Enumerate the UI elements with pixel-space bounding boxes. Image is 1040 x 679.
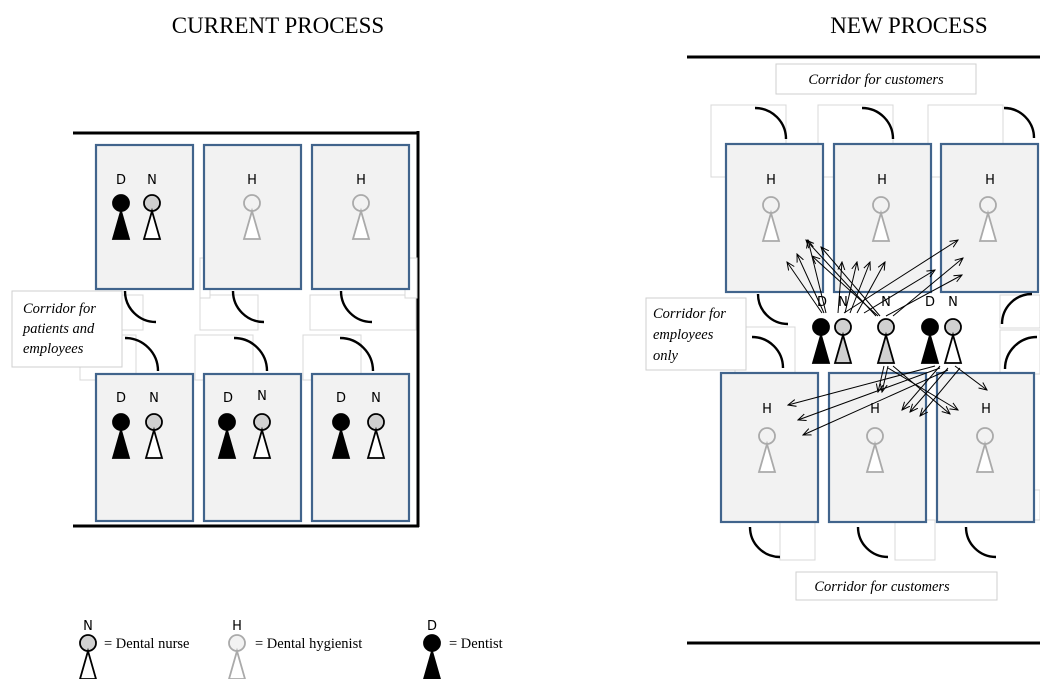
current-room-6-label-d: D (336, 391, 346, 406)
new-room-bottom-2 (827, 371, 928, 524)
nurse-icon (876, 318, 896, 364)
nurse-icon (144, 413, 164, 459)
nurse-icon (943, 318, 963, 364)
current-room-5-label-n: N (257, 389, 267, 404)
hygienist-icon (757, 427, 777, 473)
new-room-top-1 (724, 142, 825, 294)
legend-dentist-text: = Dentist (449, 636, 503, 652)
current-room-4-label-d: D (116, 391, 126, 406)
current-room-4 (94, 372, 195, 523)
current-room-2-label-h: H (247, 173, 257, 188)
dentist-icon (423, 634, 441, 679)
nurse-icon (833, 318, 853, 364)
current-corridor-line-2: patients and (22, 321, 95, 337)
hygienist-icon (865, 427, 885, 473)
current-corridor-label-box (11, 290, 123, 368)
new-corridor-mid-line-2: employees (653, 327, 714, 343)
nurse-icon (366, 413, 386, 459)
current-room-1-label-n: N (147, 173, 157, 188)
current-process-title: CURRENT PROCESS (172, 13, 384, 38)
current-corridor-line-1: Corridor for (23, 301, 96, 317)
new-staff-label-n3: N (948, 295, 958, 310)
legend-hygienist-letter: H (232, 619, 242, 634)
dentist-icon (217, 413, 237, 459)
nurse-icon (252, 413, 272, 459)
hygienist-icon (351, 194, 371, 240)
current-room-5-label-d: D (223, 391, 233, 406)
legend-hygienist-text: = Dental hygienist (255, 636, 362, 652)
current-room-6 (310, 372, 411, 523)
nurse-icon (79, 634, 97, 679)
dentist-icon (111, 413, 131, 459)
legend-nurse-letter: N (83, 619, 93, 634)
new-corridor-mid-box (645, 297, 747, 371)
new-corridor-top-label: Corridor for customers (808, 72, 944, 88)
staff-movement-arrows (787, 240, 987, 435)
hygienist-icon (242, 194, 262, 240)
legend-nurse-text: = Dental nurse (104, 636, 190, 652)
hygienist-icon (761, 196, 781, 242)
legend-dentist-letter: D (427, 619, 437, 634)
dentist-icon (111, 194, 131, 240)
current-floorplan: Corridor for patients and employees D N … (11, 131, 420, 528)
new-staff-label-n1: N (838, 295, 848, 310)
hygienist-icon (978, 196, 998, 242)
legend: N = Dental nurse H = Dental hygienist D … (79, 619, 503, 679)
new-staff-label-n2: N (881, 295, 891, 310)
hygienist-icon (871, 196, 891, 242)
new-staff-label-d2: D (925, 295, 935, 310)
hygienist-icon (975, 427, 995, 473)
new-corridor-top-box (775, 63, 977, 95)
new-corridor-mid-line-3: only (653, 348, 679, 364)
new-room-top-3-label: H (985, 173, 995, 188)
legend-item-hygienist: H = Dental hygienist (228, 619, 362, 679)
legend-item-dentist: D = Dentist (423, 619, 503, 679)
new-room-bottom-1-label: H (762, 402, 772, 417)
new-corridor-bottom-box (795, 571, 998, 601)
dentist-icon (811, 318, 831, 364)
new-staff-label-d1: D (817, 295, 827, 310)
new-process-title: NEW PROCESS (830, 13, 987, 38)
current-room-4-label-n: N (149, 391, 159, 406)
current-room-6-label-n: N (371, 391, 381, 406)
nurse-icon (142, 194, 162, 240)
legend-item-nurse: N = Dental nurse (79, 619, 190, 679)
new-room-bottom-2-label: H (870, 402, 880, 417)
hygienist-icon (228, 634, 246, 679)
new-corridor-bottom-label: Corridor for customers (814, 579, 950, 595)
new-room-top-2-label: H (877, 173, 887, 188)
new-room-bottom-3-label: H (981, 402, 991, 417)
new-floorplan: Corridor for customers Corr (645, 55, 1040, 645)
current-room-1-label-d: D (116, 173, 126, 188)
current-corridor-line-3: employees (23, 341, 84, 357)
current-room-5 (202, 372, 303, 523)
new-room-top-1-label: H (766, 173, 776, 188)
current-room-1 (94, 143, 195, 291)
dentist-icon (920, 318, 940, 364)
new-room-bottom-1 (719, 371, 820, 524)
new-corridor-mid-line-1: Corridor for (653, 306, 726, 322)
dentist-icon (331, 413, 351, 459)
current-room-3-label-h: H (356, 173, 366, 188)
